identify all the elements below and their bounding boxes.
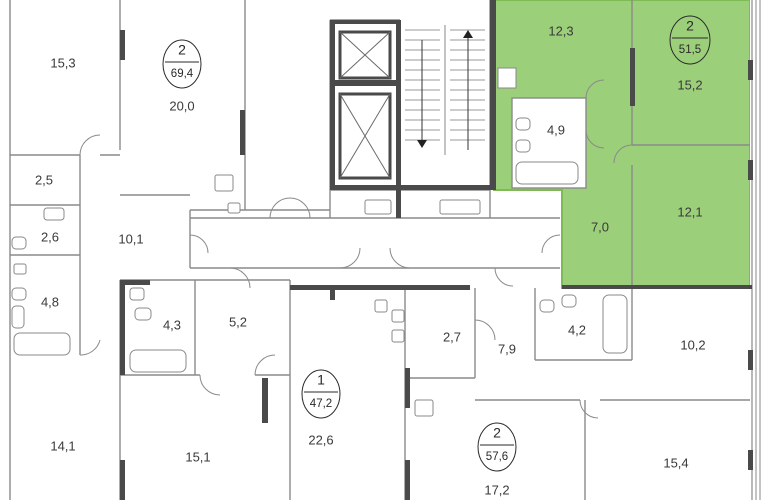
apartment-badge-highlighted[interactable]: 2 51,5: [669, 15, 711, 65]
room-area-label: 7,9: [498, 341, 516, 356]
room-area-label: 12,1: [677, 204, 702, 219]
room-area-label: 15,1: [185, 449, 210, 464]
apartment-area: 51,5: [679, 44, 701, 56]
room-area-label: 17,2: [484, 482, 509, 497]
room-labels: 15,3 20,0 2,5 2,6 10,1 4,8 4,3 5,2 14,1 …: [35, 23, 706, 497]
apartment-area: 69,4: [171, 68, 194, 80]
room-area-label: 4,8: [41, 294, 59, 309]
apartment-area: 57,6: [486, 451, 508, 463]
room-area-label: 10,1: [118, 231, 143, 246]
highlighted-apartment-area[interactable]: [493, 0, 751, 289]
apartment-badge-center[interactable]: 1 47,2: [301, 369, 341, 419]
room-area-label: 15,3: [50, 55, 75, 70]
apartment-badge-upper-left[interactable]: 2 69,4: [162, 39, 202, 89]
apartment-badge-lower-right[interactable]: 2 57,6: [477, 422, 517, 472]
door-swings: [79, 79, 633, 419]
room-area-label: 15,2: [677, 77, 702, 92]
room-area-label: 2,6: [41, 229, 59, 244]
room-area-label: 12,3: [548, 23, 573, 38]
apartment-area: 47,2: [310, 398, 332, 410]
apartment-rooms: 2: [178, 42, 186, 58]
apartment-rooms: 2: [686, 18, 694, 34]
room-area-label: 4,9: [547, 122, 565, 137]
right-facade: [748, 0, 770, 500]
bathroom-fixtures: [11, 117, 628, 417]
room-area-label: 15,4: [663, 455, 688, 470]
room-area-label: 7,0: [591, 219, 609, 234]
room-area-label: 5,2: [229, 314, 247, 329]
room-area-label: 20,0: [169, 98, 194, 113]
staircase: [405, 25, 485, 155]
room-area-label: 4,2: [568, 322, 586, 337]
structural-walls: [120, 0, 752, 500]
apartment-rooms: 2: [493, 425, 501, 441]
apartment-rooms: 1: [317, 372, 325, 388]
elevator-shafts: [338, 30, 392, 180]
room-area-label: 22,6: [308, 432, 333, 447]
room-area-label: 14,1: [50, 438, 75, 453]
room-area-label: 4,3: [163, 317, 181, 332]
room-area-label: 2,7: [443, 329, 461, 344]
room-area-label: 2,5: [35, 172, 53, 187]
room-area-label: 10,2: [680, 337, 705, 352]
